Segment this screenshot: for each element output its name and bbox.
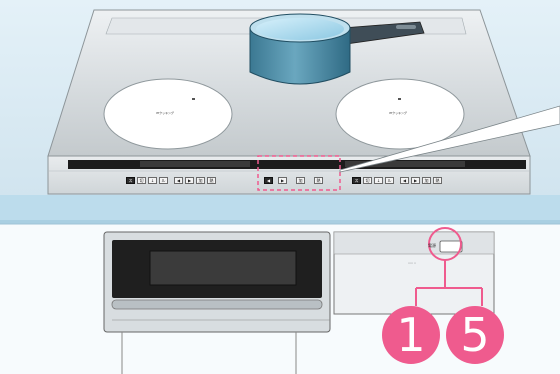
grill-window — [150, 251, 296, 285]
pan-water — [256, 18, 344, 40]
center-key-0[interactable]: ◀ — [264, 177, 273, 184]
left-key-0[interactable]: ス — [126, 177, 135, 184]
left-key-2[interactable]: ↓ — [148, 177, 157, 184]
left-burner-label: IHクッキング — [156, 112, 174, 115]
right-key-2[interactable]: ↓ — [374, 177, 383, 184]
left-key-7[interactable]: 熱 — [207, 177, 216, 184]
left-key-3[interactable]: ル — [159, 177, 168, 184]
right-key-7[interactable]: 熱 — [433, 177, 442, 184]
right-key-4[interactable]: ◀ — [400, 177, 409, 184]
center-key-3[interactable]: 熱 — [314, 177, 323, 184]
right-key-0[interactable]: ス — [352, 177, 361, 184]
left-key-4[interactable]: ◀ — [174, 177, 183, 184]
left-key-6[interactable]: 加 — [196, 177, 205, 184]
left-key-5[interactable]: ▶ — [185, 177, 194, 184]
grill-handle — [112, 300, 322, 309]
callout-badge-1: 1 — [382, 306, 440, 364]
center-key-2[interactable]: 加 — [296, 177, 305, 184]
counter-front — [0, 195, 560, 223]
right-key-3[interactable]: ル — [385, 177, 394, 184]
power-switch-label: 電源 — [428, 244, 436, 248]
callout-badge-5: 5 — [446, 306, 504, 364]
drawer-small-text: ::::: :: — [408, 262, 416, 265]
right-burner-label: IHクッキング — [389, 112, 407, 115]
right-key-6[interactable]: 加 — [422, 177, 431, 184]
right-key-1[interactable]: 切 — [363, 177, 372, 184]
right-key-5[interactable]: ▶ — [411, 177, 420, 184]
center-key-1[interactable]: ▶ — [278, 177, 287, 184]
left-key-1[interactable]: 切 — [137, 177, 146, 184]
